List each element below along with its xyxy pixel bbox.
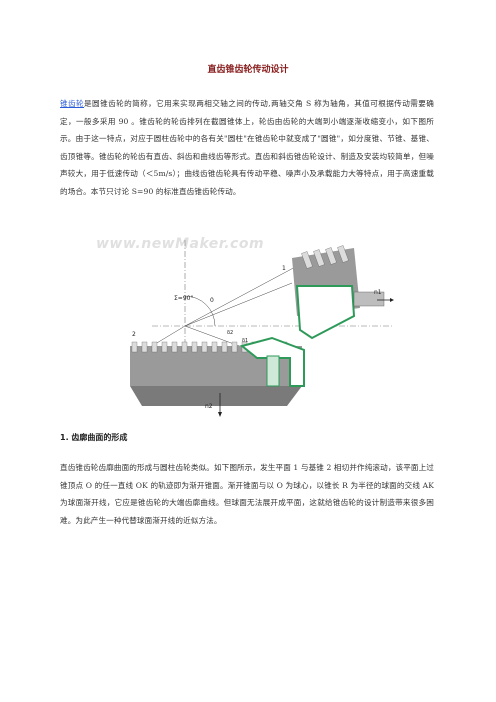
bevel-gear-diagram: Σ=90° 0 1 2 n1 n2 δ2 δ1 bbox=[130, 240, 394, 417]
label-sigma: Σ=90° bbox=[174, 295, 193, 302]
label-delta2: δ2 bbox=[227, 330, 233, 336]
large-gear bbox=[130, 336, 305, 406]
section-paragraph: 直齿锥齿轮齿廓曲面的形成与圆柱齿轮类似。如下图所示，发生平面 1 与基锥 2 相… bbox=[60, 463, 434, 525]
label-delta1: δ1 bbox=[242, 338, 248, 344]
label-n1: n1 bbox=[374, 289, 382, 296]
watermark: www.newMaker.com bbox=[96, 236, 265, 252]
label-n2: n2 bbox=[205, 403, 213, 410]
section-heading: 1. 齿廓曲面的形成 bbox=[60, 433, 128, 442]
intro-text: 是圆锥齿轮的简称，它用来实现两相交轴之间的传动,两轴交角 S 称为轴角，其值可根… bbox=[60, 99, 434, 196]
bevel-gear-link[interactable]: 锥齿轮 bbox=[60, 99, 85, 108]
label-o: 0 bbox=[210, 297, 214, 304]
intro-paragraph: 锥齿轮是圆锥齿轮的简称，它用来实现两相交轴之间的传动,两轴交角 S 称为轴角，其… bbox=[60, 95, 434, 201]
label-2: 2 bbox=[132, 331, 136, 338]
page-title: 直齿锥齿轮传动设计 bbox=[207, 65, 289, 75]
pinion-gear bbox=[292, 245, 385, 340]
label-1: 1 bbox=[282, 265, 286, 272]
